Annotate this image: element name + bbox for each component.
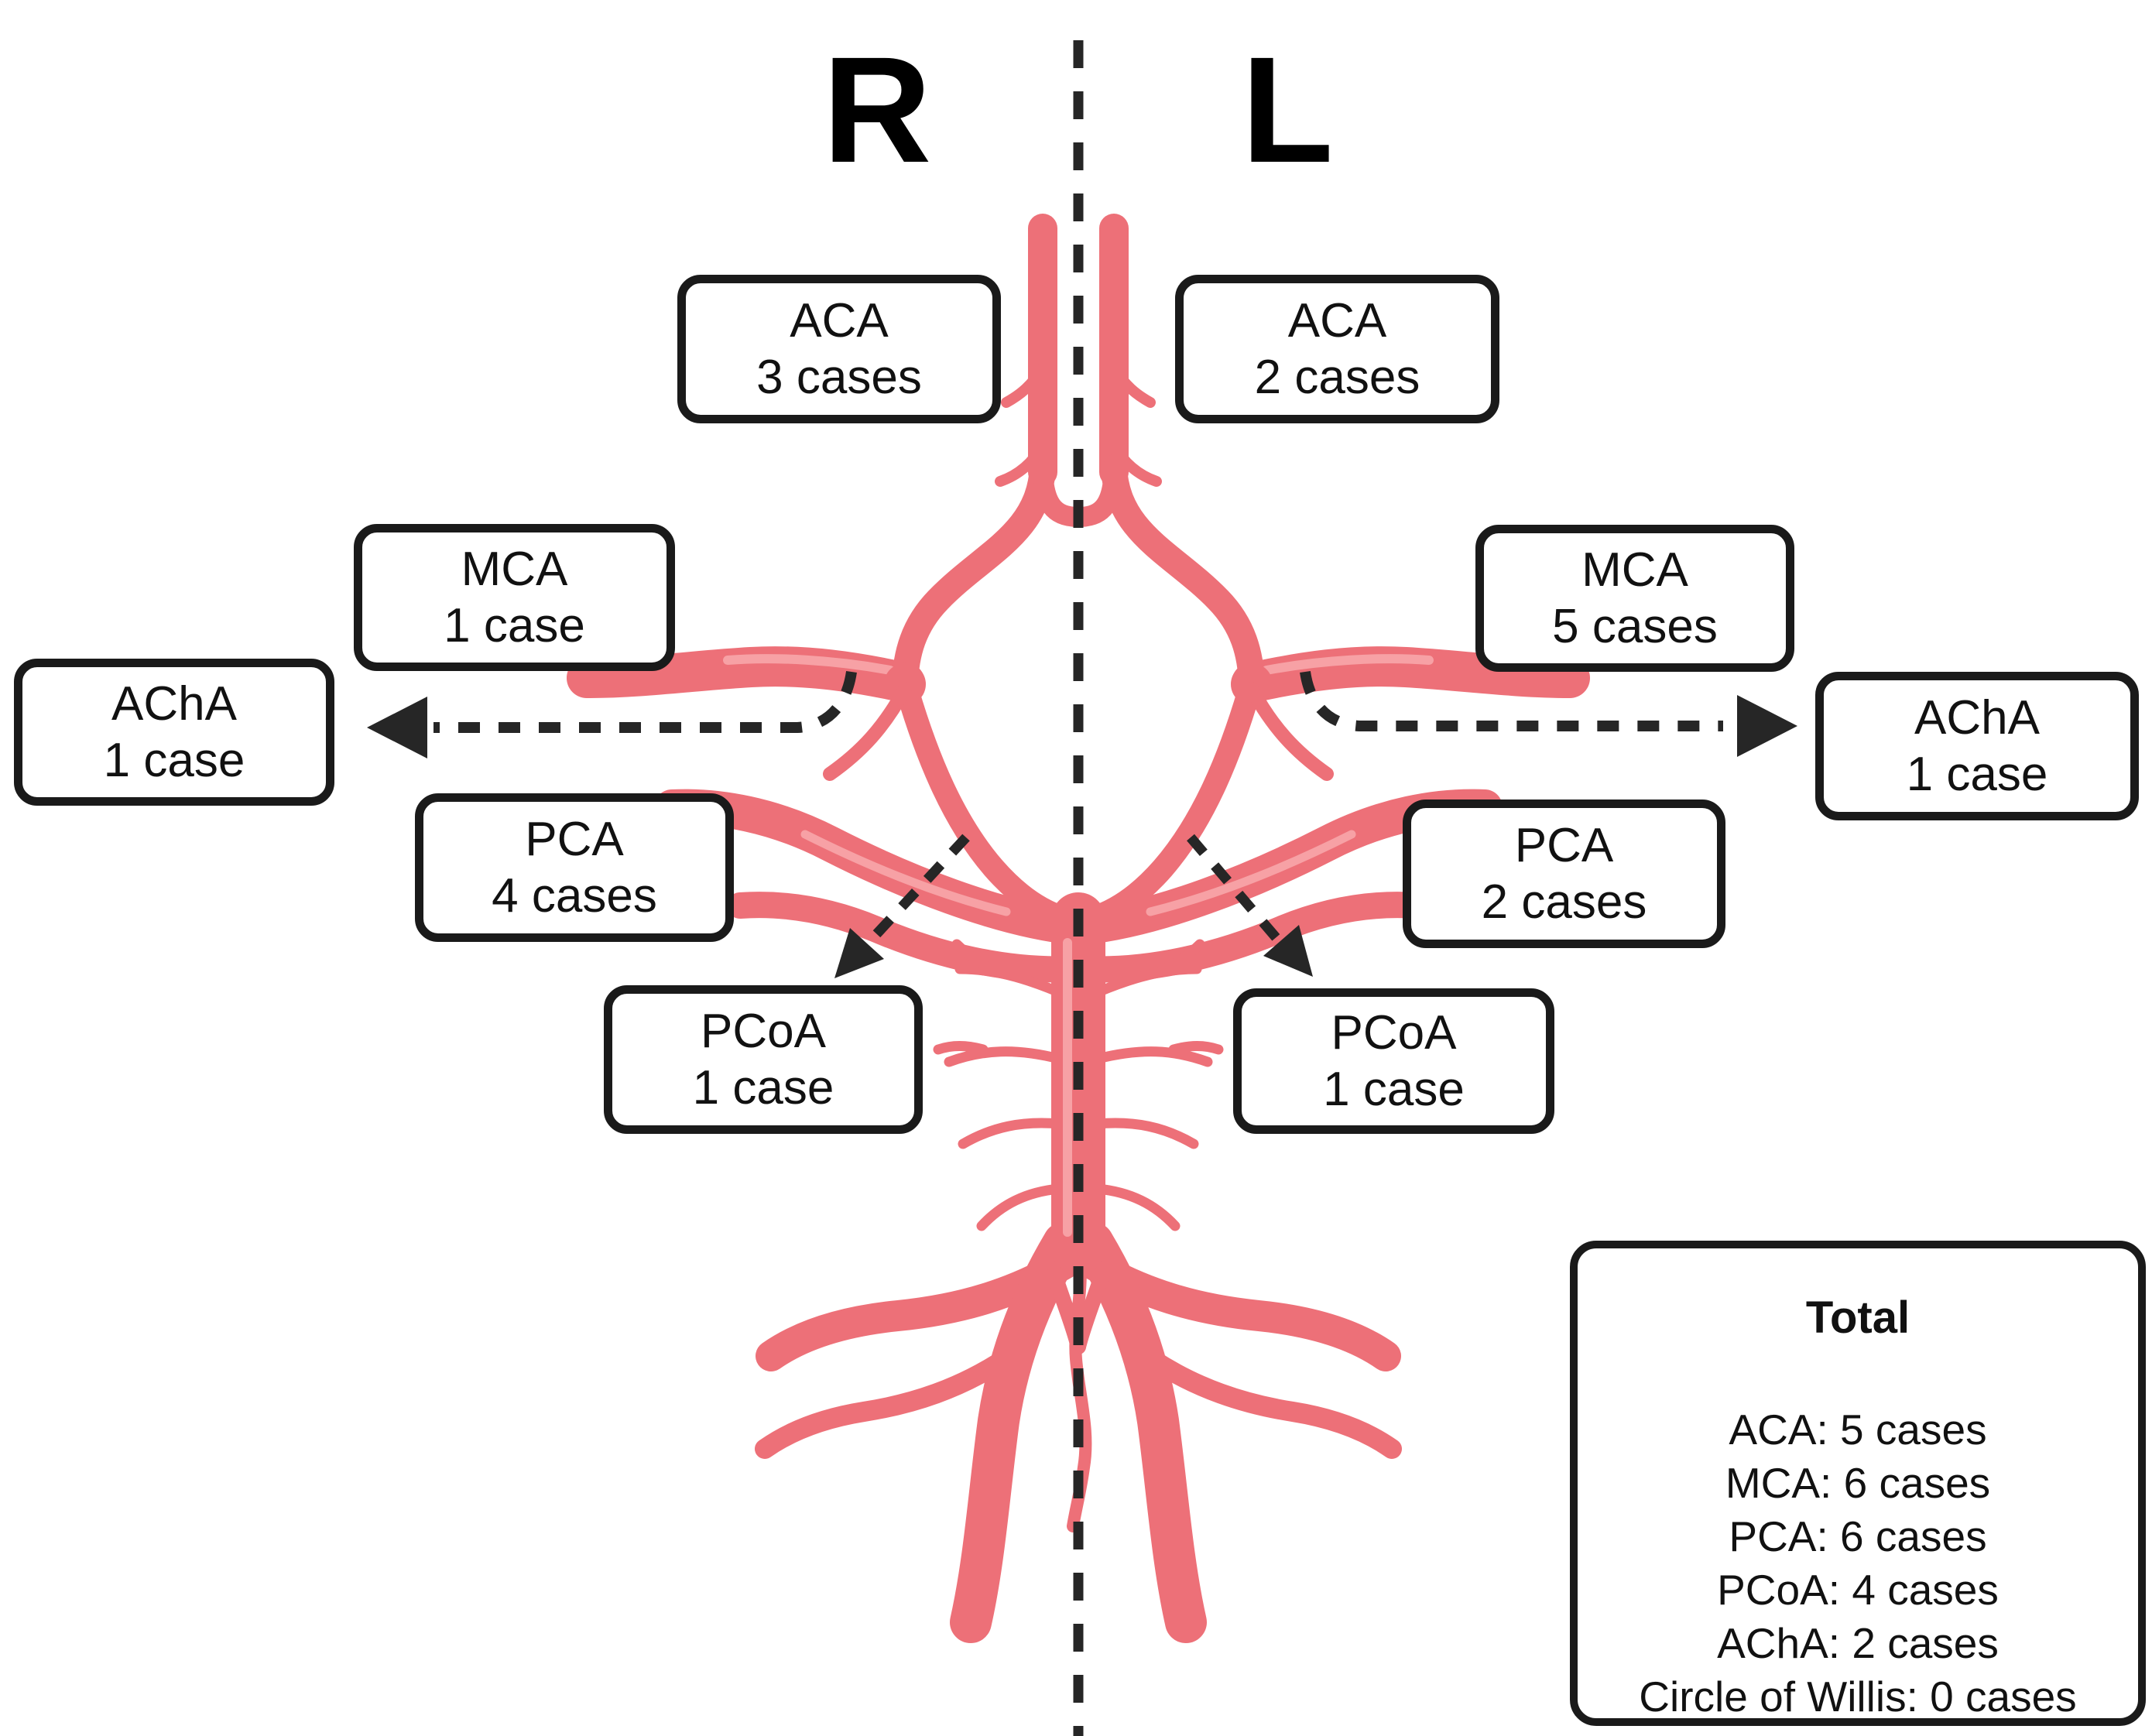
artery-name: AChA bbox=[1914, 691, 2040, 745]
arrowhead-left-icon bbox=[367, 697, 427, 758]
orientation-label-right: R bbox=[822, 26, 932, 194]
label-box-pca-right: PCA 4 cases bbox=[415, 793, 734, 942]
case-count: 1 case bbox=[1906, 748, 2048, 801]
case-count: 4 cases bbox=[492, 869, 657, 923]
artery-name: PCA bbox=[1514, 819, 1614, 872]
arrowhead-down-left-icon bbox=[834, 928, 884, 978]
artery-name: PCoA bbox=[1331, 1006, 1457, 1060]
dashed-arrow-to-pcoa-right bbox=[834, 834, 970, 978]
total-line: MCA: 6 cases bbox=[1725, 1459, 1991, 1507]
total-title: Total bbox=[1805, 1293, 1910, 1343]
pontine-branches bbox=[933, 939, 1224, 1231]
orientation-label-left: L bbox=[1241, 26, 1334, 194]
total-line: Circle of Willis: 0 cases bbox=[1639, 1673, 2077, 1721]
total-line: PCA: 6 cases bbox=[1729, 1512, 1987, 1560]
dashed-arrow-to-acha-right bbox=[367, 670, 857, 758]
label-box-aca-left: ACA 2 cases bbox=[1175, 275, 1499, 423]
artery-name: PCA bbox=[525, 813, 624, 866]
artery-name: MCA bbox=[461, 543, 568, 596]
label-box-aca-right: ACA 3 cases bbox=[677, 275, 1001, 423]
artery-name: AChA bbox=[111, 677, 237, 731]
dashed-arrow-to-acha-left bbox=[1300, 670, 1797, 757]
total-line: AChA: 2 cases bbox=[1717, 1619, 1999, 1667]
mca-vessel-left bbox=[1232, 646, 1590, 703]
case-count: 1 case bbox=[444, 599, 585, 652]
artery-name: PCoA bbox=[701, 1005, 826, 1058]
case-count: 2 cases bbox=[1481, 875, 1647, 929]
case-count: 5 cases bbox=[1552, 600, 1718, 653]
case-count: 1 case bbox=[1323, 1063, 1465, 1116]
case-count: 2 cases bbox=[1254, 351, 1420, 404]
label-box-acha-left: AChA 1 case bbox=[1815, 672, 2139, 820]
total-line: ACA: 5 cases bbox=[1729, 1406, 1987, 1454]
label-box-mca-right: MCA 1 case bbox=[354, 524, 675, 671]
total-summary-box: Total ACA: 5 cases MCA: 6 cases PCA: 6 c… bbox=[1570, 1241, 2146, 1726]
label-box-pca-left: PCA 2 cases bbox=[1403, 800, 1725, 948]
label-box-pcoa-left: PCoA 1 case bbox=[1233, 988, 1554, 1134]
artery-name: MCA bbox=[1581, 543, 1688, 597]
total-lines: ACA: 5 cases MCA: 6 cases PCA: 6 cases P… bbox=[1639, 1403, 2076, 1724]
total-line: PCoA: 4 cases bbox=[1717, 1566, 1999, 1614]
artery-name: ACA bbox=[1287, 294, 1387, 348]
arrowhead-right-icon bbox=[1737, 695, 1797, 757]
mca-vessel-right bbox=[567, 646, 925, 703]
case-count: 3 cases bbox=[756, 351, 922, 404]
case-count: 1 case bbox=[692, 1061, 834, 1115]
label-box-acha-right: AChA 1 case bbox=[14, 659, 334, 806]
label-box-pcoa-right: PCoA 1 case bbox=[604, 985, 923, 1134]
arrowhead-down-right-icon bbox=[1263, 925, 1313, 977]
artery-name: ACA bbox=[790, 294, 889, 348]
dashed-arrow-to-pcoa-left bbox=[1187, 834, 1313, 977]
label-box-mca-left: MCA 5 cases bbox=[1475, 525, 1794, 672]
case-count: 1 case bbox=[103, 734, 245, 787]
